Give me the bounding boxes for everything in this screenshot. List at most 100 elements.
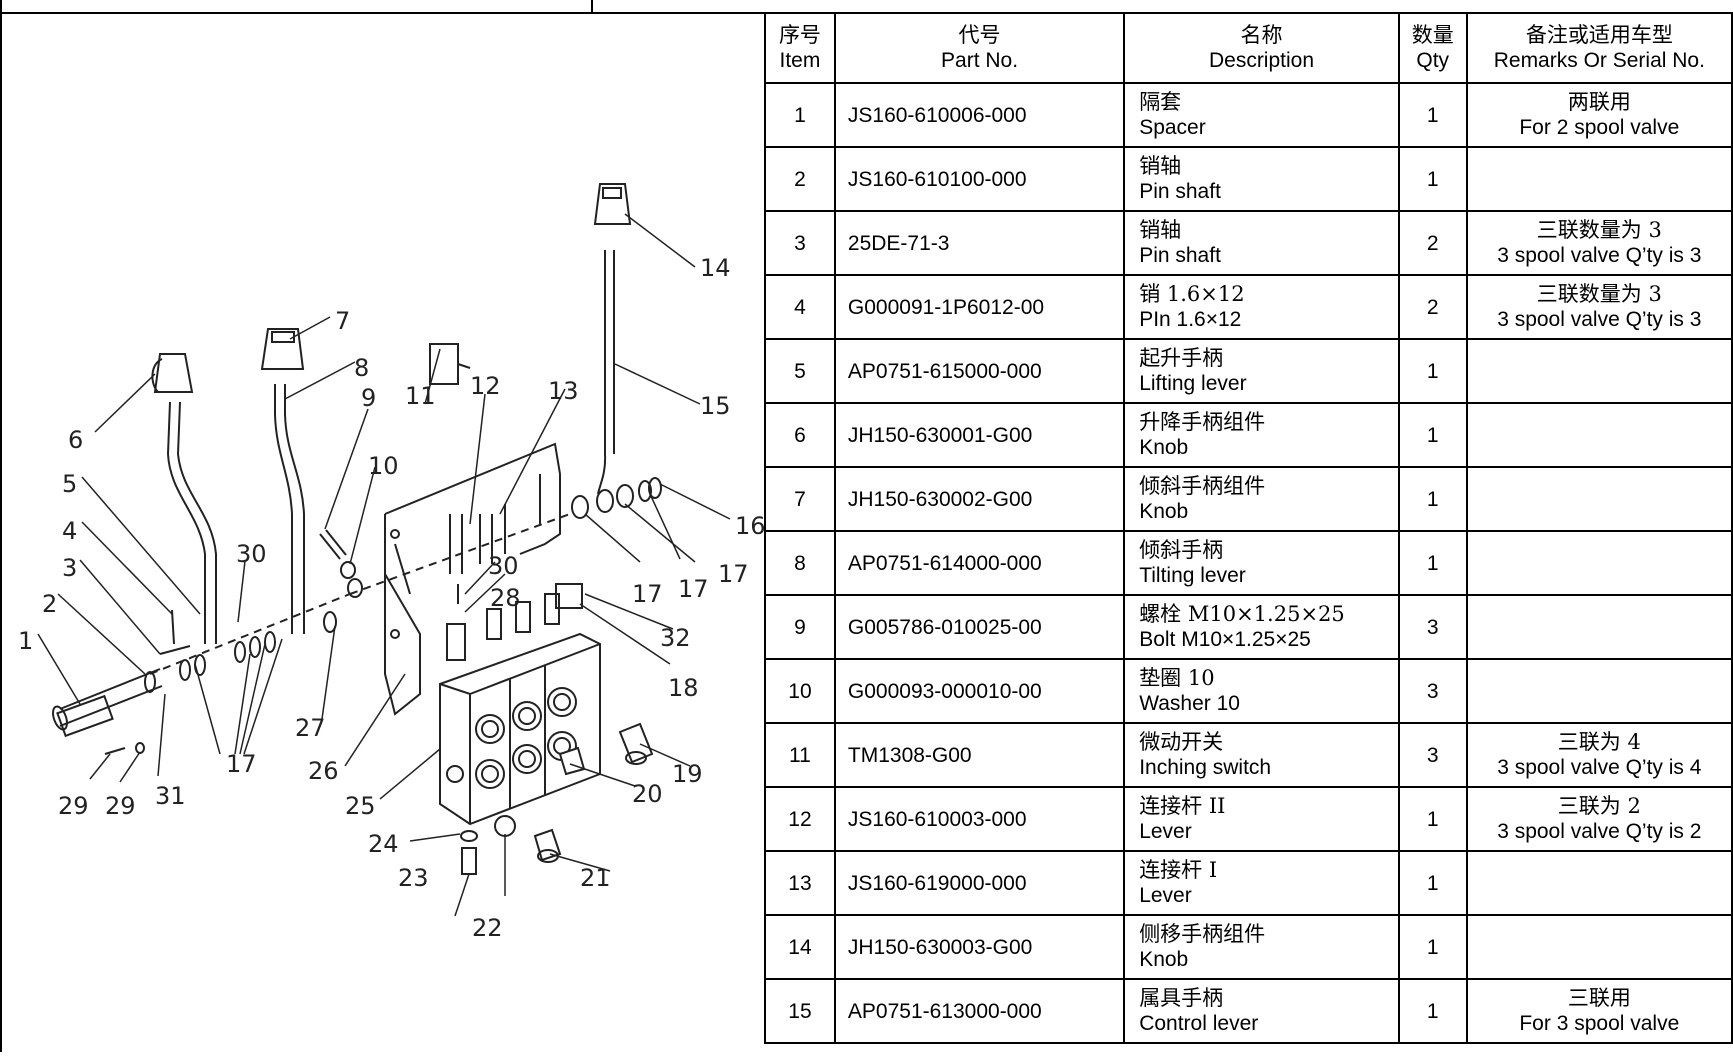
cell-part-no: G000093-000010-00 [833, 658, 1126, 724]
cell-item: 10 [764, 658, 836, 724]
callout-14: 14 [700, 254, 731, 282]
description-en: Lever [1139, 820, 1192, 843]
description-en: Inching switch [1139, 756, 1272, 779]
description-en: Lever [1139, 884, 1192, 907]
cell-part-no: JH150-630001-G00 [833, 402, 1126, 468]
callout-30b: 30 [488, 552, 519, 580]
cell-item: 4 [764, 274, 836, 340]
callout-24: 23 [398, 864, 429, 892]
description-zh: 倾斜手柄 [1139, 538, 1224, 562]
cell-qty: 1 [1397, 338, 1468, 404]
cell-qty: 1 [1397, 466, 1468, 532]
callout-8: 8 [354, 354, 369, 382]
callout-27: 26 [308, 757, 339, 785]
callout-29a: 28 [490, 584, 521, 612]
callout-7: 7 [335, 307, 350, 335]
description-zh: 隔套 [1139, 90, 1182, 114]
cell-item: 8 [764, 530, 836, 596]
cell-part-no: AP0751-615000-000 [833, 338, 1126, 404]
cell-item: 9 [764, 594, 836, 660]
description-zh: 升降手柄组件 [1139, 410, 1266, 434]
cell-remarks [1465, 338, 1733, 404]
cell-remarks [1465, 146, 1733, 212]
description-zh: 连接杆 II [1139, 794, 1226, 818]
callout-30a: 29 [58, 792, 89, 820]
description-zh: 销 1.6×12 [1139, 282, 1245, 306]
cell-remarks [1465, 850, 1733, 916]
remark-en: For 3 spool valve [1519, 1012, 1680, 1035]
cell-qty: 1 [1397, 402, 1468, 468]
cell-qty: 1 [1397, 82, 1468, 148]
callout-22: 21 [580, 864, 611, 892]
cell-qty: 3 [1397, 594, 1468, 660]
cell-part-no: AP0751-614000-000 [833, 530, 1126, 596]
description-en: PIn 1.6×12 [1139, 308, 1242, 331]
description-zh: 微动开关 [1139, 730, 1224, 754]
cell-part-no: AP0751-613000-000 [833, 978, 1126, 1044]
cell-item: 1 [764, 82, 836, 148]
cell-item: 5 [764, 338, 836, 404]
description-en: Control lever [1139, 1012, 1259, 1035]
remark-en: 3 spool valve Q’ty is 4 [1497, 756, 1702, 779]
cell-qty: 1 [1397, 530, 1468, 596]
callout-6: 6 [68, 426, 83, 454]
cell-item: 2 [764, 146, 836, 212]
callout-18: 17 [718, 560, 749, 588]
cell-remarks [1465, 402, 1733, 468]
callout-1: 1 [18, 627, 33, 655]
callout-31: 30 [236, 540, 267, 568]
cell-remarks [1465, 530, 1733, 596]
cell-remarks [1465, 466, 1733, 532]
description-zh: 垫圈 10 [1139, 666, 1215, 690]
description-zh: 侧移手柄组件 [1139, 922, 1266, 946]
description-en: Knob [1139, 436, 1189, 459]
description-en: Bolt M10×1.25×25 [1139, 628, 1311, 651]
cell-part-no: JS160-610100-000 [833, 146, 1126, 212]
description-en: Tilting lever [1139, 564, 1246, 587]
callout-11b: 32 [660, 624, 691, 652]
callout-12: 12 [470, 372, 501, 400]
description-zh: 销轴 [1139, 154, 1182, 178]
callout-17a: 17 [632, 580, 663, 608]
description-zh: 属具手柄 [1139, 986, 1224, 1010]
remark-zh: 三联数量为 3 [1536, 218, 1662, 242]
cell-remarks [1465, 594, 1733, 660]
cell-item: 15 [764, 978, 836, 1044]
cell-item: 7 [764, 466, 836, 532]
callout-17b: 17 [678, 575, 709, 603]
description-en: Spacer [1139, 116, 1206, 139]
description-zh: 螺栓 M10×1.25×25 [1139, 602, 1345, 626]
description-en: Lifting lever [1139, 372, 1247, 395]
cell-part-no: JH150-630003-G00 [833, 914, 1126, 980]
cell-qty: 3 [1397, 722, 1468, 788]
remark-zh: 三联用 [1567, 986, 1631, 1010]
callout-15: 15 [700, 392, 731, 420]
cell-remarks [1465, 658, 1733, 724]
